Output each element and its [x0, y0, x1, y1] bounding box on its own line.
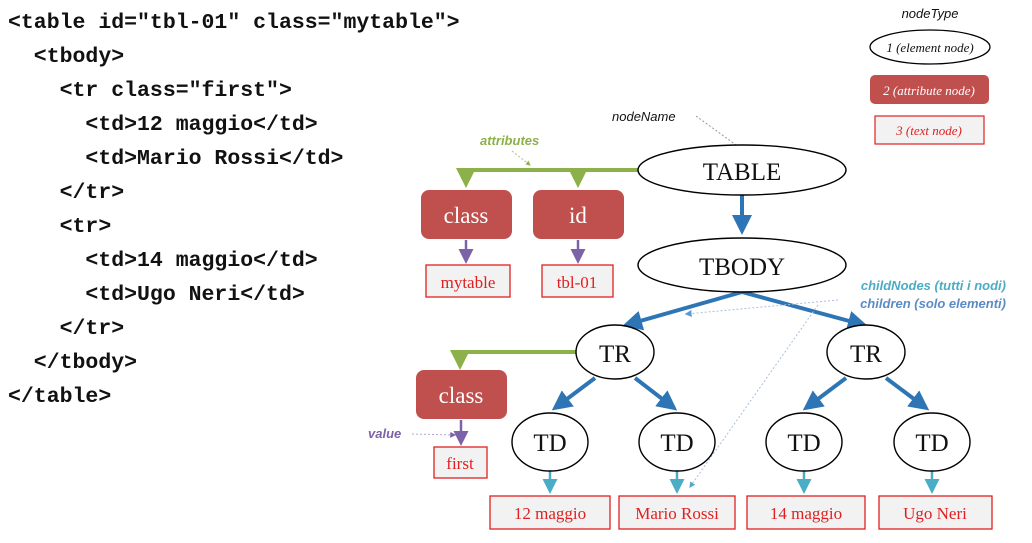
attr-node-table-class	[421, 190, 512, 239]
node-type-legend: nodeType 1 (element node) 2 (attribute n…	[869, 6, 991, 145]
code-line: </tr>	[8, 317, 125, 341]
text-node-first	[433, 446, 488, 479]
node-td-3	[765, 412, 843, 472]
text-node-tbl01	[541, 264, 614, 298]
node-table	[637, 144, 847, 196]
label-value: value	[368, 426, 401, 441]
attribute-edges	[450, 168, 640, 370]
text-node-mytable-label: mytable	[441, 273, 496, 292]
text-edges	[542, 471, 940, 494]
annotation-labels: nodeName attributes childNodes (tutti i …	[368, 109, 1006, 441]
code-line: </tbody>	[8, 351, 138, 375]
code-line: <tr class="first">	[8, 79, 292, 103]
node-td-2-label: TD	[660, 430, 693, 457]
pointer-attributes	[511, 150, 531, 166]
legend-element-label: 1 (element node)	[886, 40, 973, 55]
annotation-pointers	[411, 115, 839, 488]
edge-tr2-td4	[884, 376, 930, 411]
edge-tbody-tr2	[741, 290, 868, 331]
legend-title: nodeType	[902, 6, 959, 21]
label-nodename: nodeName	[612, 109, 676, 124]
pointer-value	[411, 431, 457, 438]
node-td-2	[638, 412, 716, 472]
code-line: <tbody>	[8, 45, 125, 69]
label-childnodes: childNodes (tutti i nodi)	[861, 278, 1006, 293]
legend-text-label: 3 (text node)	[895, 123, 962, 138]
text-node-td1	[489, 495, 611, 530]
text-node-td3	[746, 495, 866, 530]
code-line: <td>Ugo Neri</td>	[8, 283, 305, 307]
value-edges	[453, 240, 586, 446]
label-attributes: attributes	[480, 133, 539, 148]
text-node-td4-label: Ugo Neri	[903, 504, 967, 523]
code-line: <td>14 maggio</td>	[8, 249, 318, 273]
node-td-4	[893, 412, 971, 472]
text-node-td4	[878, 495, 993, 530]
node-tr-2-label: TR	[850, 341, 882, 368]
node-tr-2	[826, 324, 906, 380]
pointer-children	[684, 299, 839, 317]
label-children: children (solo elementi)	[860, 296, 1006, 311]
legend-element-node	[869, 29, 991, 65]
text-node-first-label: first	[446, 454, 474, 473]
html-code-listing: <table id="tbl-01" class="mytable"> <tbo…	[8, 6, 460, 414]
text-node-td3-label: 14 maggio	[770, 504, 842, 523]
node-tbody-label: TBODY	[699, 254, 785, 281]
text-node-tbl01-label: tbl-01	[557, 273, 598, 292]
node-td-4-label: TD	[915, 430, 948, 457]
node-td-3-label: TD	[787, 430, 820, 457]
code-line: <td>Mario Rossi</td>	[8, 147, 344, 171]
node-tr-1	[575, 324, 655, 380]
node-tbody	[637, 237, 847, 293]
attr-node-tr-class-label: class	[439, 383, 484, 408]
attr-node-tr-class	[416, 370, 507, 419]
code-line: <td>12 maggio</td>	[8, 113, 318, 137]
text-node-td1-label: 12 maggio	[514, 504, 586, 523]
element-nodes: TABLE TBODY TR TR TD TD TD TD	[511, 144, 971, 472]
code-line: <tr>	[8, 215, 112, 239]
edge-tr-class-attr	[450, 350, 578, 370]
edge-tr1-td1	[551, 376, 597, 411]
attr-node-table-id-label: id	[569, 203, 587, 228]
legend-attribute-node	[870, 75, 989, 104]
text-node-td2	[618, 495, 736, 530]
attr-node-table-class-label: class	[444, 203, 489, 228]
edge-tr2-td2	[633, 376, 678, 411]
node-td-1-label: TD	[533, 430, 566, 457]
edge-table-class-attr	[456, 168, 640, 188]
child-edges	[551, 194, 930, 411]
pointer-childnodes	[689, 304, 819, 488]
attribute-nodes: class id class	[416, 190, 624, 419]
text-nodes: mytable tbl-01 first 12 maggio Mario Ros…	[425, 264, 993, 530]
node-tr-1-label: TR	[599, 341, 631, 368]
legend-text-node	[874, 115, 985, 145]
edge-tr2-td3	[802, 376, 848, 411]
text-node-mytable	[425, 264, 511, 298]
edge-tbody-tr1	[622, 290, 743, 331]
code-line: </table>	[8, 385, 112, 409]
code-line: <table id="tbl-01" class="mytable">	[8, 11, 460, 35]
text-node-td2-label: Mario Rossi	[635, 504, 719, 523]
attr-node-table-id	[533, 190, 624, 239]
legend-attribute-label: 2 (attribute node)	[883, 83, 975, 98]
node-table-label: TABLE	[703, 159, 782, 186]
code-line: </tr>	[8, 181, 125, 205]
node-td-1	[511, 412, 589, 472]
